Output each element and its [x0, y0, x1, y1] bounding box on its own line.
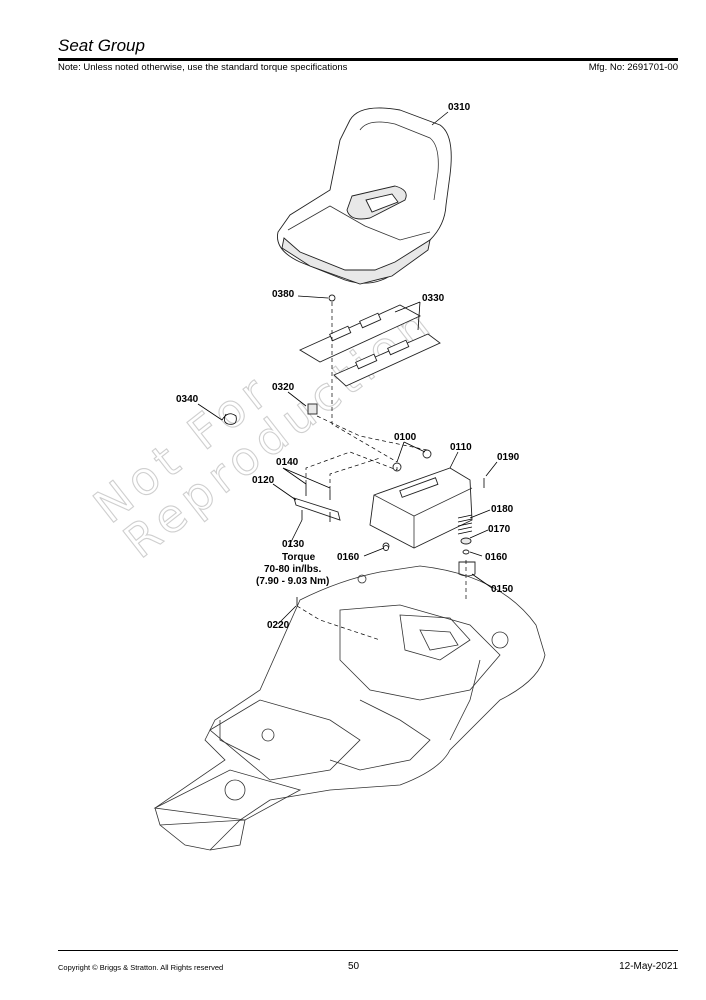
callout-0160-a: 0160 [337, 552, 360, 563]
callout-0140: 0140 [276, 457, 299, 468]
seat-group-diagram: Not For Reproduction [83, 102, 546, 851]
tractor-frame [153, 565, 546, 851]
spring-assembly [457, 514, 476, 577]
callout-0180: 0180 [491, 504, 514, 515]
callout-0320: 0320 [272, 382, 295, 393]
torque-note: Note: Unless noted otherwise, use the st… [58, 62, 348, 73]
callout-0220: 0220 [267, 620, 290, 631]
header-rule [58, 58, 678, 61]
seat [277, 107, 452, 285]
footer-date: 12-May-2021 [619, 961, 678, 972]
callout-0100: 0100 [394, 432, 417, 443]
callout-0160-b: 0160 [485, 552, 508, 563]
callout-0340: 0340 [176, 394, 199, 405]
callout-0170: 0170 [488, 524, 511, 535]
footer-rule [58, 950, 678, 951]
page-title: Seat Group [58, 36, 145, 55]
callout-0150: 0150 [491, 584, 514, 595]
callout-0310: 0310 [448, 102, 471, 113]
torque-value-imperial: 70-80 in/lbs. [264, 564, 321, 575]
torque-label: Torque [282, 552, 316, 563]
copyright: Copyright © Briggs & Stratton. All Right… [58, 963, 224, 972]
mfg-number: Mfg. No: 2691701-00 [588, 62, 678, 73]
callout-0380: 0380 [272, 289, 295, 300]
callout-0330: 0330 [422, 293, 445, 304]
callout-0110: 0110 [450, 442, 472, 453]
callout-0130: 0130 [282, 539, 305, 550]
page-number: 50 [348, 961, 360, 972]
nut-0160 [383, 545, 389, 551]
callout-0190: 0190 [497, 452, 520, 463]
leader-lines [197, 111, 498, 625]
washer-0380 [328, 294, 336, 302]
seat-pads [299, 304, 441, 387]
torque-value-metric: (7.90 - 9.03 Nm) [256, 576, 329, 587]
seat-bracket [293, 484, 341, 522]
seat-pan [369, 467, 473, 550]
clip [221, 413, 237, 425]
callout-0120: 0120 [252, 475, 275, 486]
seat-switch [307, 403, 318, 415]
assembly-lines [296, 302, 467, 641]
